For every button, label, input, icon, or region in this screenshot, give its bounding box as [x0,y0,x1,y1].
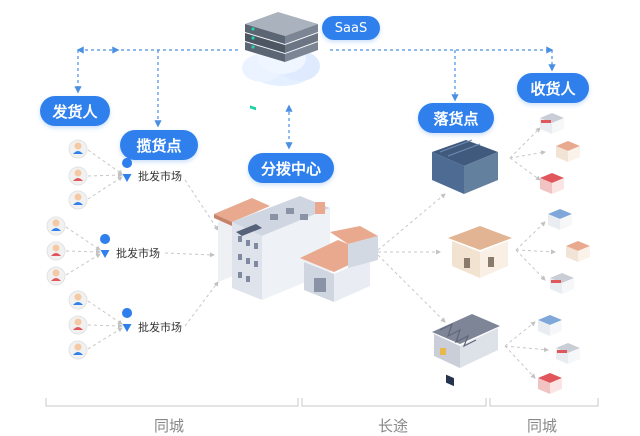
segment-brackets [45,398,599,407]
shipper-group [46,139,88,360]
market-to-center-lines [164,179,219,327]
person-icon-female [46,241,66,261]
shop-icon [566,241,590,262]
segment-label-long-haul: 长途 [378,417,409,435]
person-icon-male [46,216,66,236]
pickup-point-label: 揽货点 [120,130,198,160]
shop-icon [550,273,574,294]
person-icon-female [46,266,66,286]
shop-icon [538,315,562,336]
warehouse-icon-gray [432,314,500,368]
shop-icon [548,209,572,230]
shop-icon [556,343,580,364]
warehouse-icon-dark [432,139,498,387]
shipper-label: 发货人 [40,96,110,126]
person-icon-female [68,315,88,335]
warehouse-icon-beige [448,226,512,278]
person-icon-female [68,166,88,186]
location-pin-icon [100,234,111,258]
shop-icon [540,173,564,194]
sorting-center-building-icon [214,196,378,302]
drop-to-receiver-lines [504,127,556,379]
drop-point-label: 落货点 [418,103,494,133]
sorting-center-label: 分拨中心 [248,153,334,183]
segment-label-local-1: 同城 [154,417,185,435]
location-pin-icon [122,158,133,182]
segment-label-local-2: 同城 [527,417,558,435]
receiver-label: 收货人 [517,73,589,103]
saas-server-icon [242,12,320,111]
person-icon-male [68,139,88,159]
shop-icon [556,141,580,162]
shop-icon [538,373,562,394]
market-label-1: 批发市场 [138,170,182,183]
person-icon-male [68,290,88,310]
people-to-market-lines [65,149,123,350]
person-icon-male [68,190,88,210]
shop-icon [540,113,564,134]
saas-connectors [74,46,556,150]
market-label-3: 批发市场 [138,321,182,334]
saas-badge: SaaS [322,16,380,40]
market-label-2: 批发市场 [116,247,160,260]
location-pin-icon [122,308,133,332]
center-to-drop-lines [377,193,446,323]
person-icon-male [68,340,88,360]
